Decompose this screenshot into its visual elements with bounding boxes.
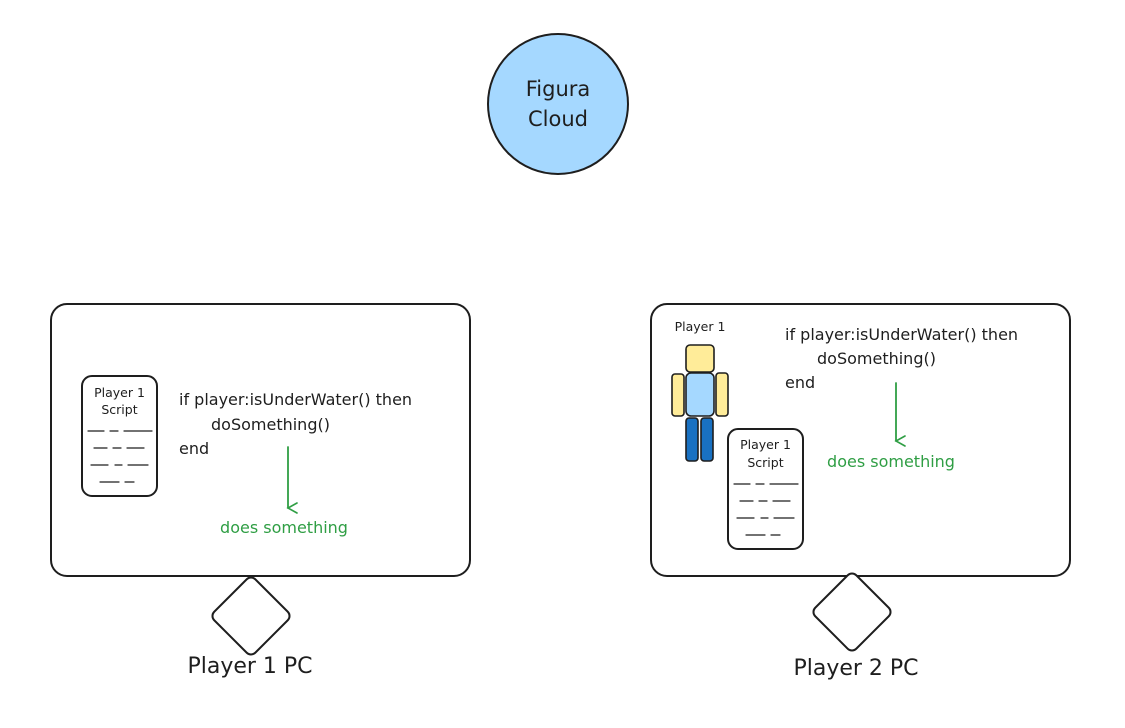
- avatar-left-leg: [685, 417, 699, 462]
- pc1-code-line-1: if player:isUnderWater() then: [179, 390, 412, 409]
- pc2-script-card-border: [727, 428, 804, 550]
- cloud-label-line2: Cloud: [528, 107, 588, 131]
- pc1-script-card-border: [81, 375, 158, 497]
- player-avatar-icon: [671, 344, 729, 462]
- pc2-script-card-lines: [733, 483, 799, 536]
- cloud-label-line1: Figura: [526, 77, 591, 101]
- pc1-result-text: does something: [220, 518, 348, 537]
- pc2-code-line-3: end: [785, 373, 815, 392]
- avatar-right-arm: [715, 372, 729, 417]
- pc1-stand-icon: [211, 576, 291, 656]
- pc2-caption: Player 2 PC: [793, 656, 918, 681]
- pc1-code-line-2: doSomething(): [211, 415, 330, 434]
- avatar-head: [685, 344, 715, 373]
- pc2-stand-icon: [812, 572, 892, 652]
- pc1-monitor[interactable]: [50, 303, 471, 657]
- pc2-code-line-2: doSomething(): [817, 349, 936, 368]
- avatar-body: [685, 372, 715, 417]
- pc1-script-card-title-1: Player 1: [94, 385, 145, 400]
- figura-cloud-node[interactable]: Figura Cloud: [487, 33, 629, 175]
- avatar-right-leg: [700, 417, 714, 462]
- pc2-player-label: Player 1: [675, 319, 726, 334]
- pc1-caption: Player 1 PC: [187, 654, 312, 679]
- pc2-code-block: if player:isUnderWater() then doSomethin…: [785, 325, 1018, 392]
- pc1-script-card[interactable]: Player 1 Script: [81, 375, 158, 497]
- pc1-screen: [50, 303, 471, 577]
- pc2-script-card-title-2: Script: [747, 455, 783, 470]
- pc2-script-card-title-1: Player 1: [740, 437, 791, 452]
- pc2-screen: [650, 303, 1071, 577]
- pc2-result-text: does something: [827, 452, 955, 471]
- pc2-script-card[interactable]: Player 1 Script: [727, 428, 804, 550]
- avatar-left-arm: [671, 373, 685, 417]
- cloud-circle: [487, 33, 629, 175]
- pc1-code-block: if player:isUnderWater() then doSomethin…: [179, 390, 412, 458]
- pc2-code-line-1: if player:isUnderWater() then: [785, 325, 1018, 344]
- pc1-script-card-lines: [87, 430, 153, 483]
- pc1-code-line-3: end: [179, 439, 209, 458]
- pc1-script-card-title-2: Script: [101, 402, 137, 417]
